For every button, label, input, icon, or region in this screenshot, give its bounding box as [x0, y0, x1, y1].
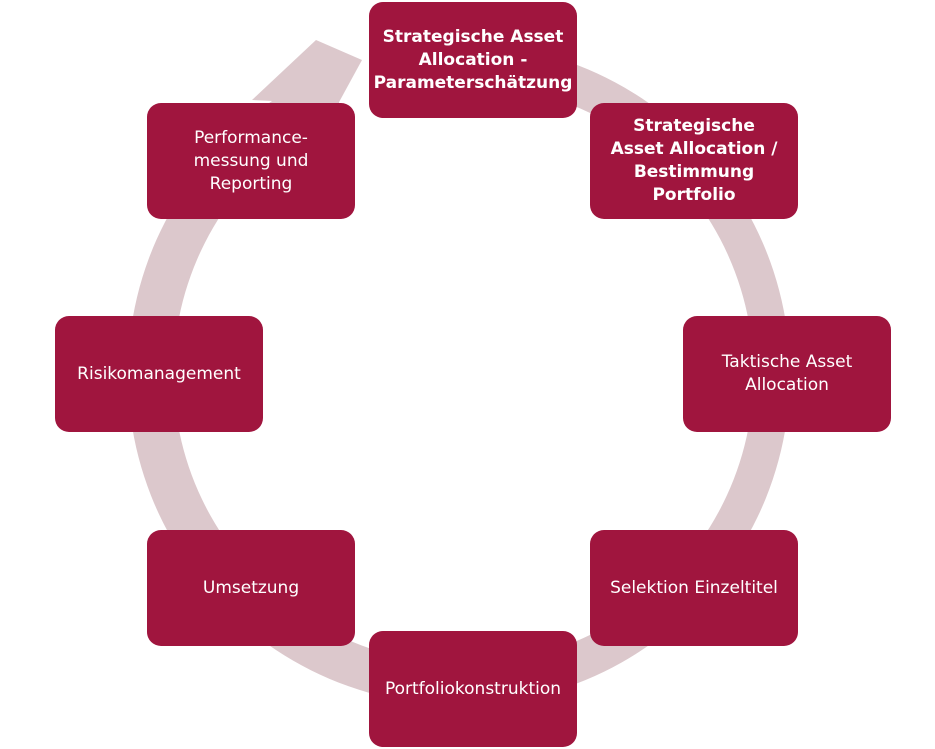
step-label: Selektion Einzeltitel: [610, 577, 778, 598]
step-risk-management: Risikomanagement: [55, 316, 263, 432]
step-implementation: Umsetzung: [147, 530, 355, 646]
step-label: Portfoliokonstruktion: [384, 678, 562, 699]
step-portfolio-construction: Portfoliokonstruktion: [369, 631, 577, 747]
step-strategic-parameter-estimation: Strategische Asset Allocation - Paramete…: [369, 2, 577, 118]
step-label: Performance-messung und Reporting: [193, 127, 309, 194]
cycle-arrowhead: [252, 40, 362, 104]
step-tactical-asset-allocation: Taktische Asset Allocation: [683, 316, 891, 432]
step-label: Strategische Asset Allocation / Bestimmu…: [610, 116, 778, 205]
step-performance-reporting: Performance-messung und Reporting: [147, 103, 355, 219]
step-label: Strategische Asset Allocation - Paramete…: [373, 26, 573, 93]
step-label: Risikomanagement: [77, 363, 241, 384]
step-label: Umsetzung: [202, 577, 300, 598]
step-label: Taktische Asset Allocation: [721, 352, 853, 395]
step-security-selection: Selektion Einzeltitel: [590, 530, 798, 646]
step-strategic-portfolio-determination: Strategische Asset Allocation / Bestimmu…: [590, 103, 798, 219]
